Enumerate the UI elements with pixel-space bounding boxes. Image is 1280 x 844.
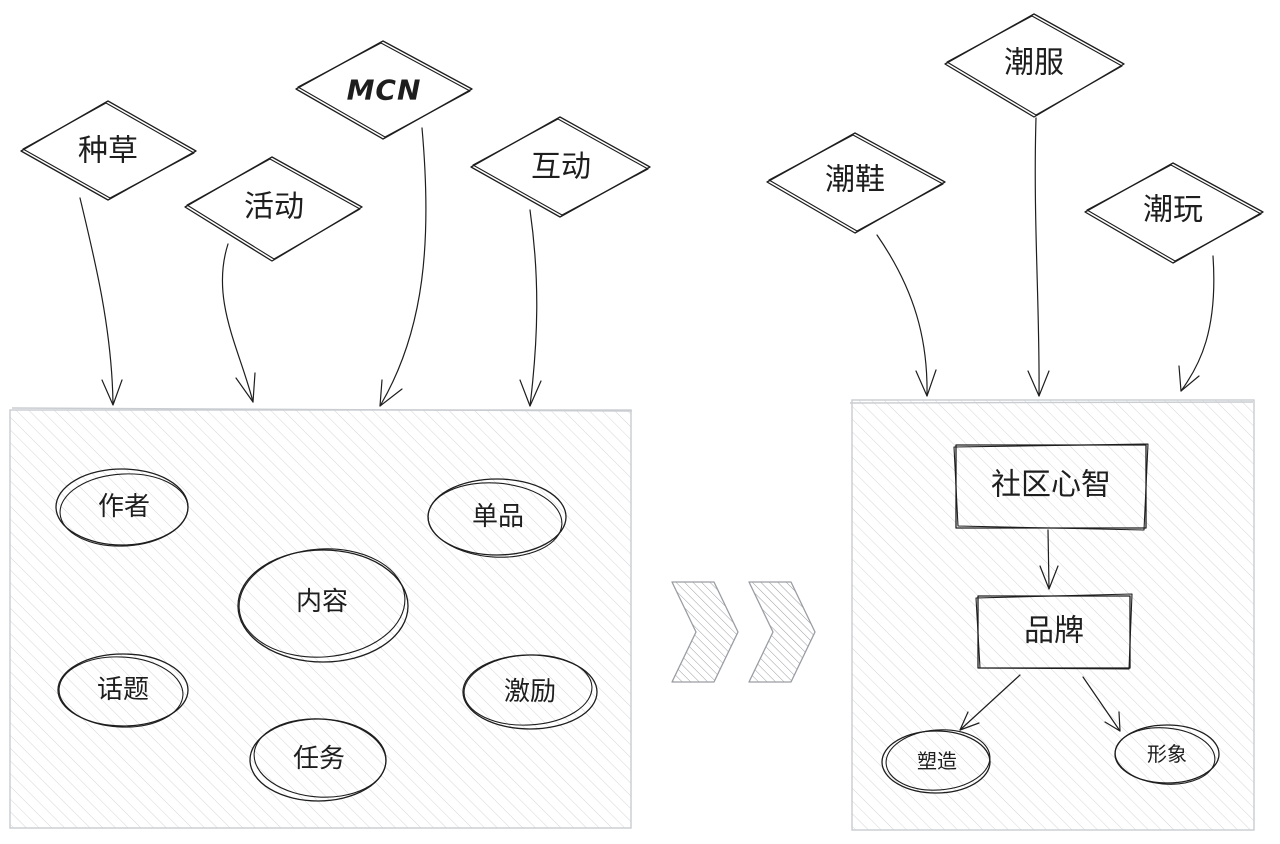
left-panel bbox=[9, 407, 633, 829]
chevron-arrow-icon bbox=[671, 581, 816, 683]
label-image: 形象 bbox=[1147, 742, 1187, 766]
diamond-label-mcn: MCN bbox=[347, 74, 422, 107]
diamond-label-zhongcao: 种草 bbox=[78, 134, 138, 169]
diamond-huodong: 活动 bbox=[184, 156, 363, 262]
diamond-hudong: 互动 bbox=[470, 116, 651, 218]
ellipse-topic: 话题 bbox=[57, 653, 189, 728]
rect-brand: 品牌 bbox=[975, 593, 1133, 670]
label-incentive: 激励 bbox=[504, 677, 556, 707]
label-single-item: 单品 bbox=[472, 502, 524, 532]
diamond-chaofu: 潮服 bbox=[944, 13, 1125, 118]
diamond-chaowan: 潮玩 bbox=[1084, 162, 1264, 264]
arrow-community-to-brand bbox=[1039, 529, 1059, 590]
ellipse-task: 任务 bbox=[249, 718, 387, 802]
diamond-label-huodong: 活动 bbox=[244, 190, 304, 225]
ellipse-content: 内容 bbox=[237, 548, 409, 663]
ellipse-single-item: 单品 bbox=[427, 478, 567, 558]
diamond-zhongcao: 种草 bbox=[20, 100, 197, 201]
right-panel bbox=[849, 399, 1255, 831]
arrows-left-sources bbox=[79, 127, 542, 407]
rect-community-mind: 社区心智 bbox=[953, 443, 1149, 531]
ellipse-image: 形象 bbox=[1114, 724, 1220, 785]
diamond-chaoxie: 潮鞋 bbox=[766, 132, 946, 234]
arrows-right-sources bbox=[876, 117, 1215, 397]
diamond-label-chaoxie: 潮鞋 bbox=[825, 163, 885, 198]
ellipse-shape: 塑造 bbox=[881, 729, 991, 794]
label-author: 作者 bbox=[98, 492, 150, 522]
label-community-mind: 社区心智 bbox=[991, 468, 1111, 503]
label-shape: 塑造 bbox=[917, 749, 957, 773]
label-task: 任务 bbox=[293, 744, 345, 774]
diamond-label-chaofu: 潮服 bbox=[1004, 46, 1064, 81]
ellipse-incentive: 激励 bbox=[462, 654, 598, 730]
diamond-label-hudong: 互动 bbox=[531, 150, 591, 185]
diamond-mcn: MCN bbox=[295, 40, 473, 140]
arrows-brand-branches bbox=[959, 674, 1121, 732]
ellipse-author: 作者 bbox=[55, 468, 189, 547]
label-brand: 品牌 bbox=[1024, 614, 1084, 649]
diamond-label-chaowan: 潮玩 bbox=[1143, 193, 1203, 228]
label-content: 内容 bbox=[296, 587, 348, 617]
label-topic: 话题 bbox=[97, 675, 149, 705]
